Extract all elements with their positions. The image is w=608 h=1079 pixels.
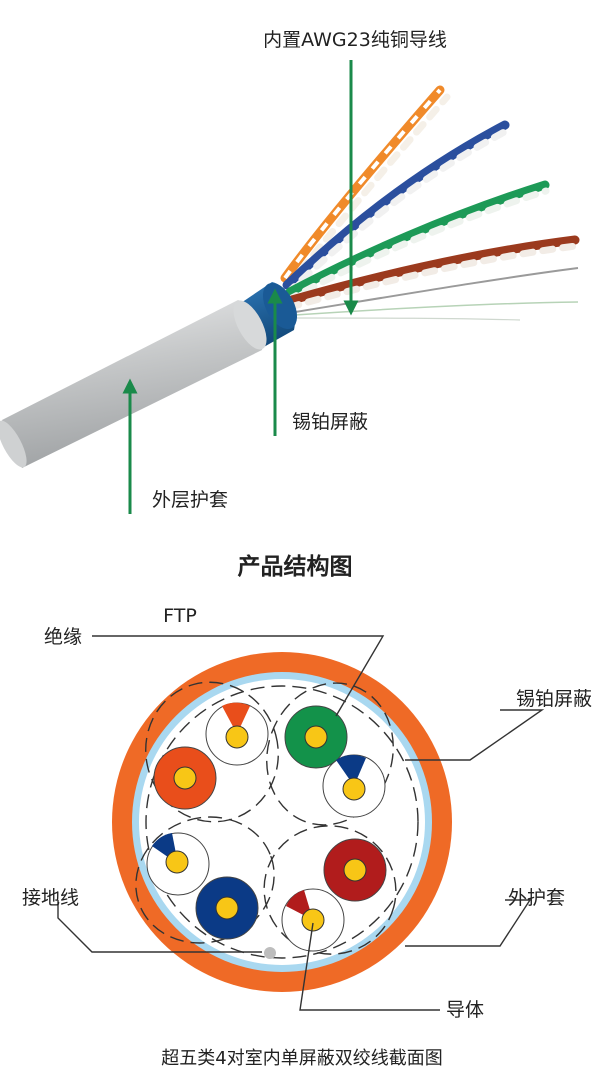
label-outer-sheath: 外护套 — [508, 887, 565, 909]
conductor-brown — [323, 838, 387, 902]
twisted-pair-brown — [287, 235, 580, 310]
caption: 超五类4对室内单屏蔽双绞线截面图 — [161, 1048, 442, 1069]
label-drain-wire: 接地线 — [22, 887, 79, 909]
label-conductor: 内置AWG23纯铜导线 — [263, 29, 447, 51]
label-ftp: FTP — [163, 605, 197, 627]
leader-lines — [57, 635, 545, 1011]
drain-wire — [294, 267, 579, 313]
label-foil-shield-section: 锡铂屏蔽 — [516, 688, 592, 710]
label-insulation: 绝缘 — [44, 626, 82, 648]
outer-jacket-end — [233, 300, 267, 350]
section-title: 产品结构图 — [238, 553, 353, 580]
conductor-orange — [153, 746, 217, 810]
separator-thread — [295, 317, 521, 321]
drain-wire-dot — [264, 947, 276, 959]
label-outer-jacket: 外层护套 — [152, 489, 228, 511]
label-foil-shield-top: 锡铂屏蔽 — [292, 411, 368, 433]
cable-cross-section — [112, 652, 452, 992]
twisted-pair-blue — [282, 120, 512, 294]
label-conductor-section: 导体 — [446, 999, 484, 1021]
twisted-pair-green — [285, 180, 550, 302]
outer-jacket-body — [2, 300, 263, 468]
conductor-white-orange — [205, 702, 269, 766]
pair-lay-guides — [135, 681, 419, 959]
ripcord-thread — [294, 301, 579, 316]
conductor-white-brown — [281, 888, 345, 952]
cable-3d-illustration — [0, 85, 580, 468]
conductor-white-green — [322, 754, 386, 818]
outer-jacket-back — [0, 420, 27, 468]
conductor-green — [284, 705, 348, 769]
conductor-white-blue — [146, 832, 210, 896]
conductor-blue — [195, 876, 259, 940]
